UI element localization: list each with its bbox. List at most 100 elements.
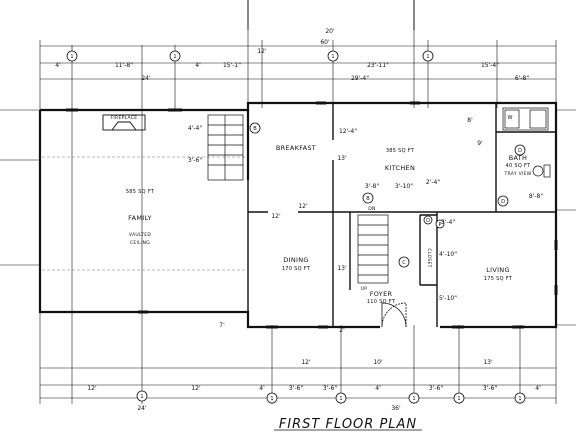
area-dining: 170 SQ FT — [282, 266, 311, 272]
dim-b-5: 4' — [375, 385, 381, 392]
bubble-1e: 1 — [140, 394, 143, 400]
note-family-2: CEILING — [130, 240, 150, 246]
dim-int-13: 3'-10" — [395, 183, 413, 190]
dim-top-4: 23'-11" — [367, 62, 389, 69]
dim-bmid-2: 13' — [483, 359, 493, 366]
bubble-d3: D — [426, 218, 430, 224]
dim-b-4: 3'-6" — [323, 385, 337, 392]
windows — [66, 101, 558, 329]
room-family: FAMILY — [128, 214, 152, 222]
stair-dn: DN — [368, 206, 375, 212]
dimensions-interior: 4'-4" 3'-6" 12'-4" 13' 13' 12' 8' 4'-10"… — [188, 117, 543, 334]
dim-top-small: 12' — [257, 48, 267, 55]
bubble-c: C — [402, 260, 406, 266]
vault-lines — [42, 156, 246, 271]
dim-sub-1: 29'-4" — [351, 75, 369, 82]
dim-bout-1: 36' — [391, 405, 401, 412]
bubble-d1: D — [501, 199, 505, 205]
bubble-1h: 1 — [412, 396, 415, 402]
dim-b-7: 3'-6" — [483, 385, 497, 392]
dim-b-3: 3'-6" — [289, 385, 303, 392]
dim-b-8: 4' — [535, 385, 541, 392]
bubble-1i: 1 — [457, 396, 460, 402]
note-family-1: VAULTED — [129, 232, 151, 238]
bubble-b2: B — [366, 196, 370, 202]
area-family: 585 SQ FT — [126, 189, 155, 195]
dim-int-4: 13' — [337, 265, 347, 272]
dim-b-6: 3'-6" — [429, 385, 443, 392]
dim-int-8: 5'-10" — [439, 295, 457, 302]
dim-int-20: 12' — [271, 213, 281, 220]
room-kitchen: KITCHEN — [385, 164, 415, 172]
stair-up: UP — [361, 286, 368, 292]
bubble-1g: 1 — [339, 396, 342, 402]
dim-bmid-0: 12' — [301, 359, 311, 366]
dim-b-1: 12' — [191, 385, 201, 392]
bubble-1a: 1 — [70, 54, 73, 60]
dim-top-0: 4' — [55, 62, 61, 69]
fireplace — [102, 114, 146, 131]
room-dining: DINING — [283, 256, 308, 264]
dim-sub-0: 24' — [141, 75, 151, 82]
room-closet: CLOSET — [426, 248, 432, 267]
dim-sub-2: 6'-8" — [515, 75, 529, 82]
area-bath: 40 SQ FT — [506, 163, 532, 169]
dim-outer: 60' — [320, 39, 330, 46]
bubble-1c: 1 — [331, 54, 334, 60]
dim-bout-0: 24' — [137, 405, 147, 412]
plan-title: FIRST FLOOR PLAN — [279, 417, 417, 432]
dim-int-12: 3'-8" — [365, 183, 379, 190]
room-breakfast: BREAKFAST — [276, 144, 316, 152]
dim-garage: 20' — [325, 28, 335, 35]
bubble-1f: 1 — [270, 396, 273, 402]
dim-int-5: 12' — [298, 203, 308, 210]
dim-int-2: 12'-4" — [339, 128, 357, 135]
dim-top-2: 4' — [195, 62, 201, 69]
bubble-1b: 1 — [173, 54, 176, 60]
exterior-walls — [38, 101, 558, 329]
dim-int-0: 4'-4" — [188, 125, 202, 132]
dim-int-11: 9' — [477, 140, 483, 147]
area-living: 175 SQ FT — [484, 276, 513, 282]
dimensions-bottom: 12' 10' 13' 12' 12' 4' 3'-6" 3'-6" 4' 3'… — [87, 359, 541, 412]
dim-top-3: 15'-1" — [223, 62, 241, 69]
front-door — [381, 302, 407, 328]
dim-int-10: 2'-4" — [426, 179, 440, 186]
bubble-b1: B — [253, 126, 257, 132]
bubble-w: W — [508, 115, 513, 121]
dim-int-19: 2' — [339, 327, 345, 334]
dimensions-top: 20' 60' 12' 4' 11'-8" 4' 15'-1" 23'-11" … — [55, 28, 529, 82]
dim-int-9: 3'-4" — [441, 219, 455, 226]
dim-int-1: 3'-6" — [188, 157, 202, 164]
label-fireplace: FIREPLACE — [111, 115, 138, 121]
dim-int-16: 7' — [219, 322, 225, 329]
area-foyer: 110 SQ FT — [367, 299, 396, 305]
grid-bubbles — [66, 50, 526, 404]
dim-top-5: 15'-4" — [481, 62, 499, 69]
room-labels: FAMILY 585 SQ FT VAULTED CEILING BREAKFA… — [111, 115, 532, 305]
bubble-labels: 1 1 1 1 1 1 1 1 1 1 B B C D D P D W — [70, 54, 522, 402]
dim-int-6: 8' — [467, 117, 473, 124]
dim-top-1: 11'-8" — [115, 62, 133, 69]
bubble-p: P — [438, 222, 441, 228]
bubble-d2: D — [518, 148, 522, 154]
dim-bmid-1: 10' — [373, 359, 383, 366]
area-kitchen: 385 SQ FT — [386, 148, 415, 154]
bubble-1d: 1 — [426, 54, 429, 60]
bath-fixtures — [502, 107, 551, 178]
dim-b-0: 12' — [87, 385, 97, 392]
room-living: LIVING — [486, 266, 510, 274]
dim-int-14: 8'-8" — [529, 193, 543, 200]
interior-walls — [247, 103, 556, 327]
room-bath: BATH — [509, 154, 527, 162]
dim-b-2: 4' — [259, 385, 265, 392]
dim-int-7: 4'-10" — [439, 251, 457, 258]
room-foyer: FOYER — [370, 290, 393, 298]
dim-int-3: 13' — [337, 155, 347, 162]
stairs — [207, 114, 389, 284]
note-bath: TRAY VIEW — [504, 171, 532, 177]
bubble-1j: 1 — [518, 396, 521, 402]
grid-lines — [0, 0, 576, 404]
